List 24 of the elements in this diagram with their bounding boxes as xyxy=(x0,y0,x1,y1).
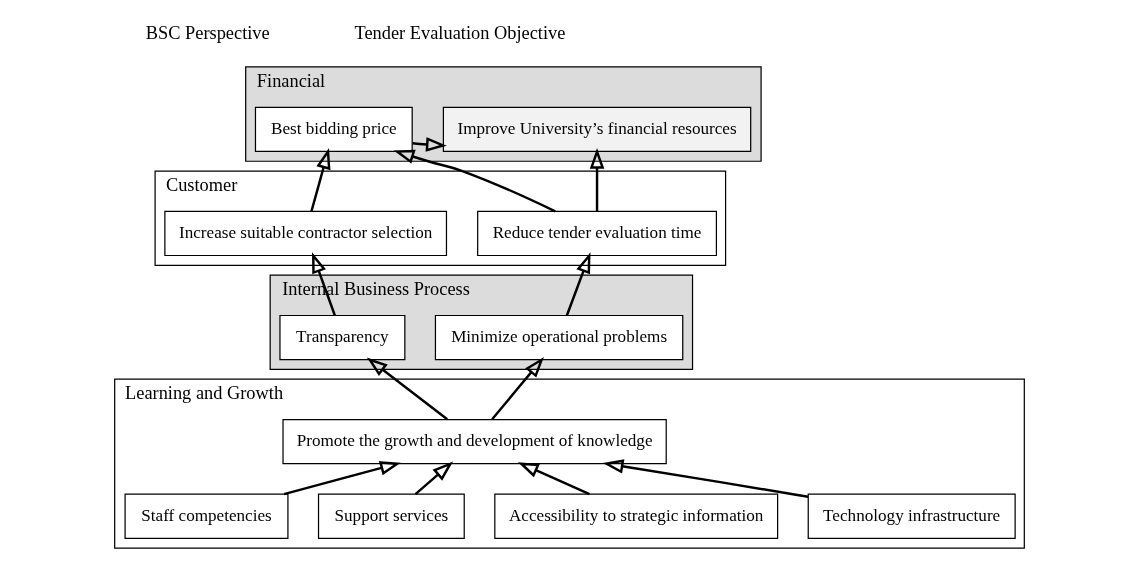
arrow xyxy=(366,357,448,421)
arrow xyxy=(491,356,544,421)
node-box: Increase suitable contractor selection xyxy=(164,210,448,257)
arrow xyxy=(589,147,605,212)
arrow xyxy=(602,459,809,498)
node-box: Staff competencies xyxy=(124,493,289,539)
node-box: Accessibility to strategic information xyxy=(494,493,779,539)
arrow xyxy=(412,137,447,152)
arrow xyxy=(565,252,591,316)
node-box: Minimize operational problems xyxy=(434,314,684,361)
arrow xyxy=(414,461,454,496)
node-box: Promote the growth and development of knowledge xyxy=(282,418,667,465)
node-box: Support services xyxy=(317,493,465,539)
arrow xyxy=(517,462,590,496)
node-box: Best bidding price xyxy=(254,106,413,153)
node-box: Improve University’s financial resources xyxy=(442,106,752,153)
node-box: Transparency xyxy=(279,314,406,361)
node-box: Reduce tender evaluation time xyxy=(477,210,717,257)
arrow xyxy=(283,461,401,496)
label: Tender Evaluation Objective xyxy=(354,23,566,44)
node-box: Technology infrastructure xyxy=(807,493,1016,539)
label: BSC Perspective xyxy=(145,23,270,44)
arrow xyxy=(310,148,331,212)
arrow xyxy=(393,149,556,213)
